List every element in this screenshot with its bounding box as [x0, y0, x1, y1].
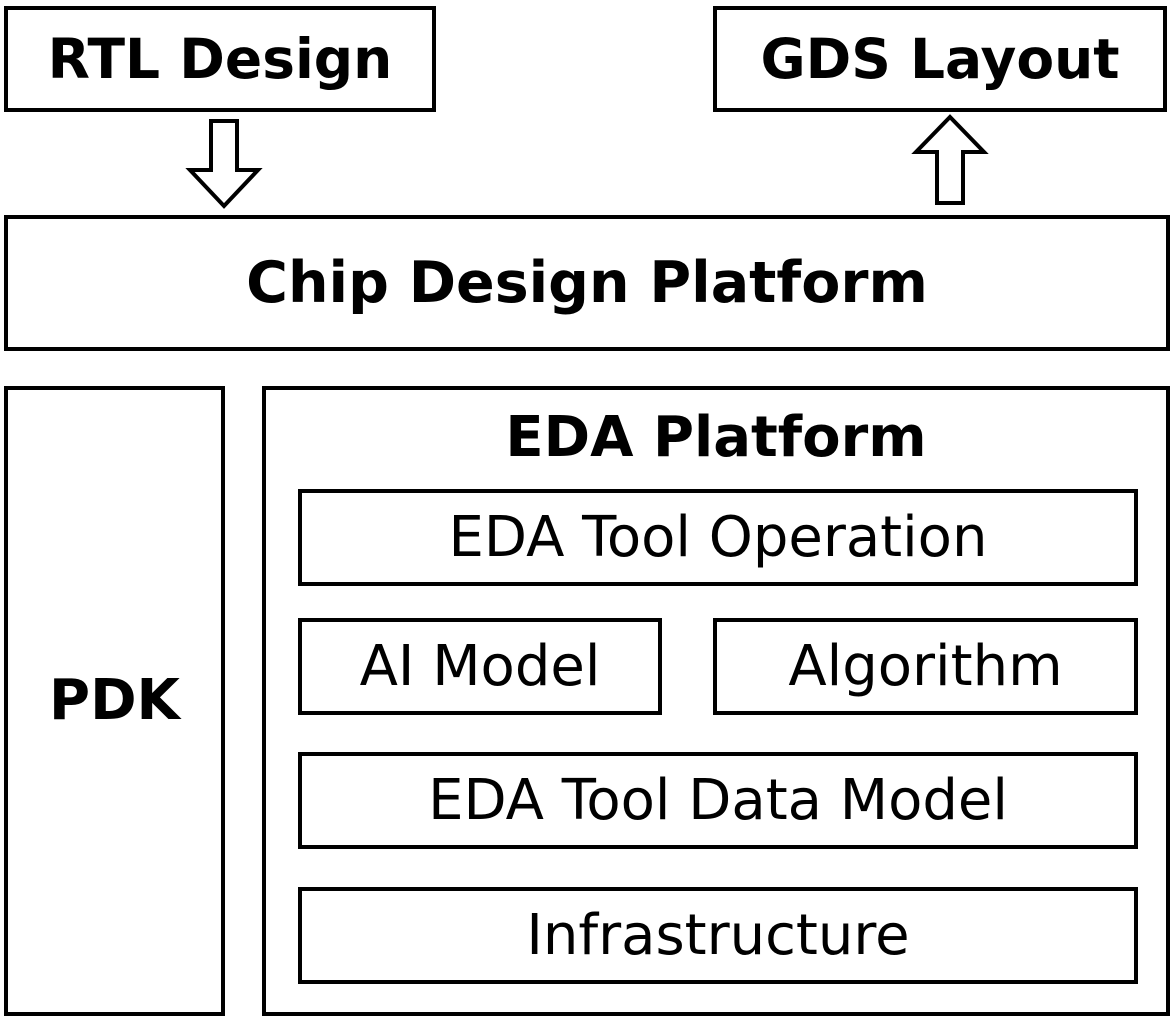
- gds-layout-label: GDS Layout: [760, 26, 1120, 91]
- rtl-design-box: RTL Design: [4, 6, 436, 112]
- rtl-design-label: RTL Design: [47, 26, 393, 91]
- eda-tool-data-model-box: EDA Tool Data Model: [298, 752, 1138, 849]
- infrastructure-label: Infrastructure: [526, 902, 910, 968]
- eda-tool-data-model-label: EDA Tool Data Model: [428, 767, 1008, 833]
- eda-tool-operation-box: EDA Tool Operation: [298, 489, 1138, 586]
- ai-model-box: AI Model: [298, 618, 662, 715]
- hollow-arrow-up-icon: [911, 114, 989, 205]
- eda-platform-title: EDA Platform: [505, 405, 927, 470]
- hollow-arrow-down-icon: [185, 119, 263, 209]
- chip-design-platform-label: Chip Design Platform: [246, 249, 928, 316]
- pdk-box: PDK: [4, 386, 225, 1016]
- ai-model-label: AI Model: [359, 633, 601, 699]
- chip-design-platform-box: Chip Design Platform: [4, 215, 1170, 351]
- algorithm-label: Algorithm: [788, 633, 1063, 699]
- infrastructure-box: Infrastructure: [298, 887, 1138, 984]
- gds-layout-box: GDS Layout: [713, 6, 1167, 112]
- eda-tool-operation-label: EDA Tool Operation: [448, 504, 988, 570]
- pdk-label: PDK: [49, 668, 180, 733]
- algorithm-box: Algorithm: [713, 618, 1138, 715]
